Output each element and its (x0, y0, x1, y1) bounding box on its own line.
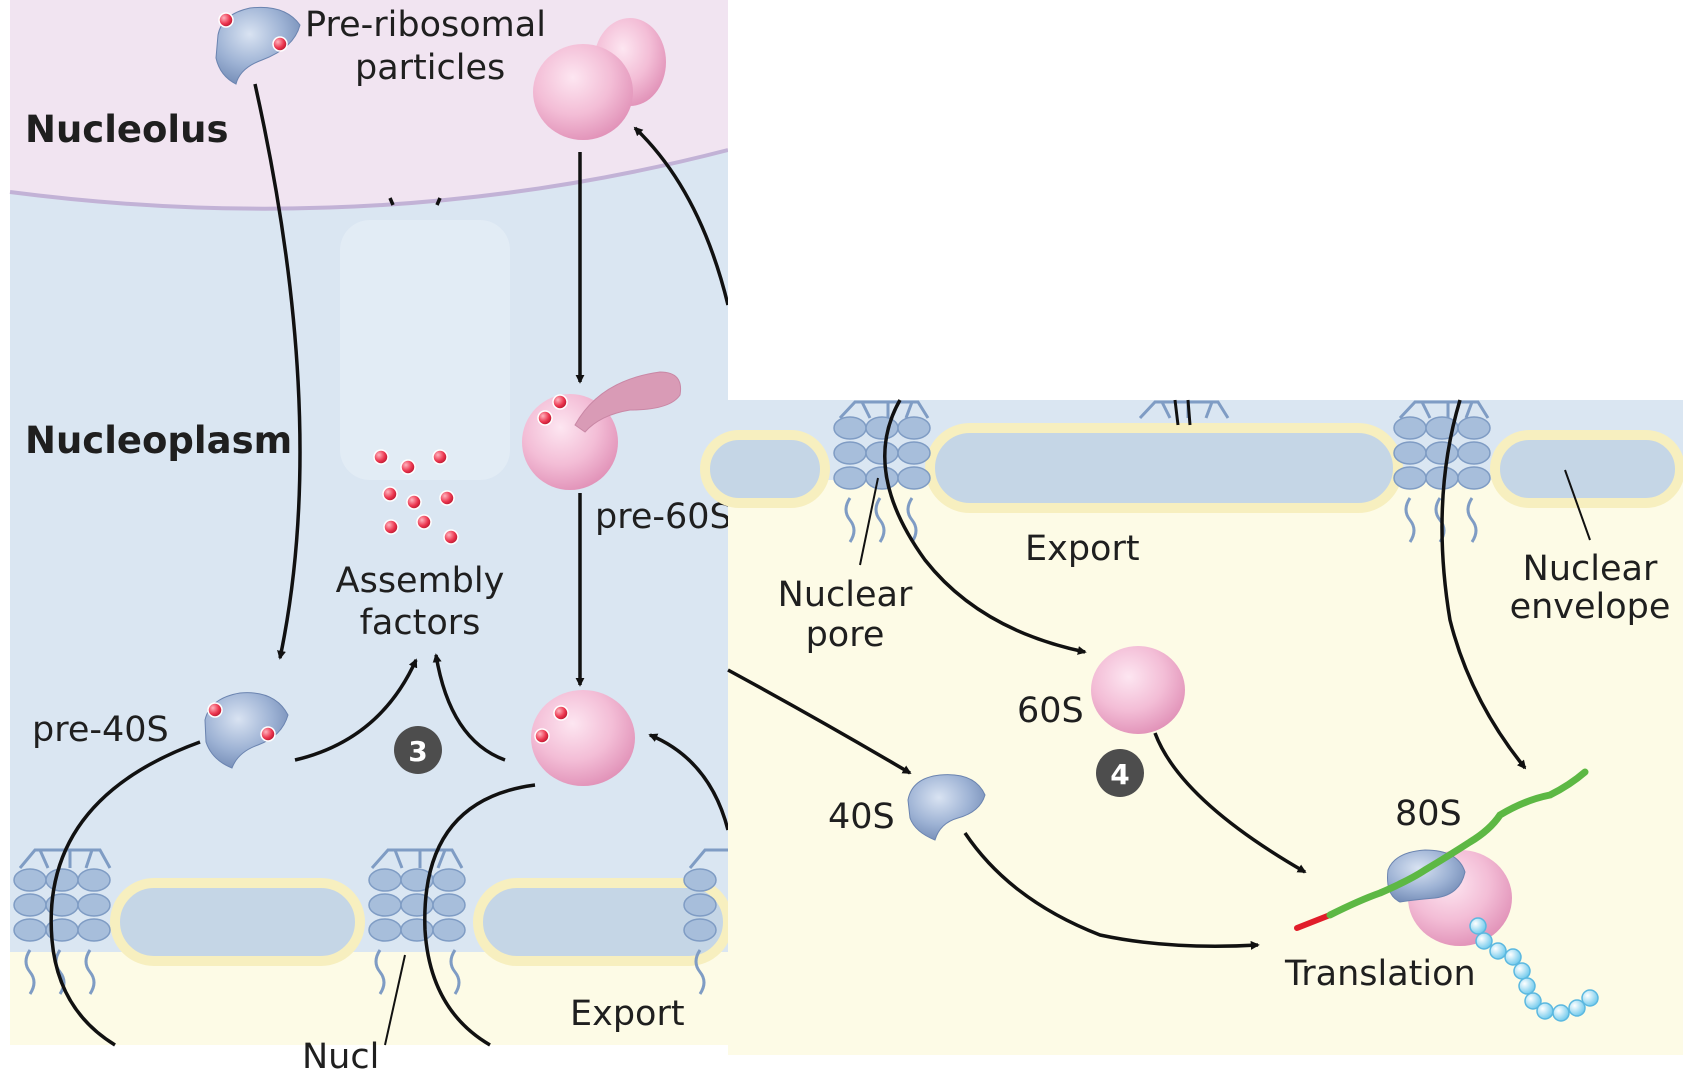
peptide-chain-icon (1469, 917, 1599, 1022)
nuclear-pore-right-2 (1138, 400, 1230, 420)
pre-60s-lower-particle-icon (531, 690, 635, 786)
translation-label: Translation (1284, 954, 1476, 994)
nuclear-pore-label-1: Nuclear (778, 575, 913, 615)
pre-ribosomal-label-1: Pre-ribosomal (305, 5, 546, 45)
subunit-40s-icon (907, 774, 986, 841)
pre-60s-particle-icon (522, 371, 682, 490)
svg-text:3: 3 (408, 735, 427, 768)
arrows-left (49, 83, 730, 1047)
nuclear-pore-right-3 (1393, 400, 1491, 543)
ribosome-80s-icon (1294, 768, 1589, 946)
nucleoplasm-label: Nucleoplasm (25, 419, 292, 462)
nuclear-pore-right-1 (833, 400, 931, 543)
subunit-60s-icon (1091, 646, 1185, 734)
nuclear-envelope-label-1: Nuclear (1523, 549, 1658, 589)
pre-90s-particle-icon (533, 18, 666, 140)
pre-ribosomal-particle-icon (215, 6, 301, 85)
subunit-40s-label: 40S (828, 797, 895, 837)
export-label-right: Export (1025, 529, 1140, 569)
nuclear-pore-left-2 (368, 848, 466, 995)
pre-40s-label: pre-40S (32, 710, 169, 750)
ribosome-80s-label: 80S (1395, 794, 1462, 834)
nucleolus-region (10, 0, 728, 209)
pre-60s-label: pre-60S (595, 497, 732, 537)
assembly-factors-label-1: Assembly (336, 561, 505, 601)
nucleolus-label: Nucleolus (25, 108, 228, 151)
left-panel: Nucleolus Nucleoplasm Pre-ribosomal part… (9, 0, 733, 1077)
nuclear-pore-label-2: pore (806, 615, 885, 655)
nuclear-envelope-right (700, 423, 1683, 513)
pre-ribosomal-label-2: particles (355, 48, 505, 88)
subunit-60s-label: 60S (1017, 691, 1084, 731)
assembly-factors-label-2: factors (360, 603, 481, 643)
arrows-right (727, 399, 1591, 950)
assembly-factors-icon (373, 449, 459, 545)
pre-40s-particle-icon (204, 692, 289, 769)
step-4-badge: 4 (1096, 749, 1144, 797)
right-panel: Export Nuclear pore Nuclear envelope 60S… (700, 0, 1683, 1055)
export-label-left: Export (570, 994, 685, 1034)
nuclear-envelope-left (110, 878, 733, 966)
cutoff-label: Nucl (302, 1037, 379, 1077)
step-3-badge: 3 (394, 726, 442, 774)
nuclear-pore-left-3 (683, 848, 728, 995)
nuclear-envelope-label-2: envelope (1510, 587, 1671, 627)
svg-text:4: 4 (1110, 758, 1129, 791)
